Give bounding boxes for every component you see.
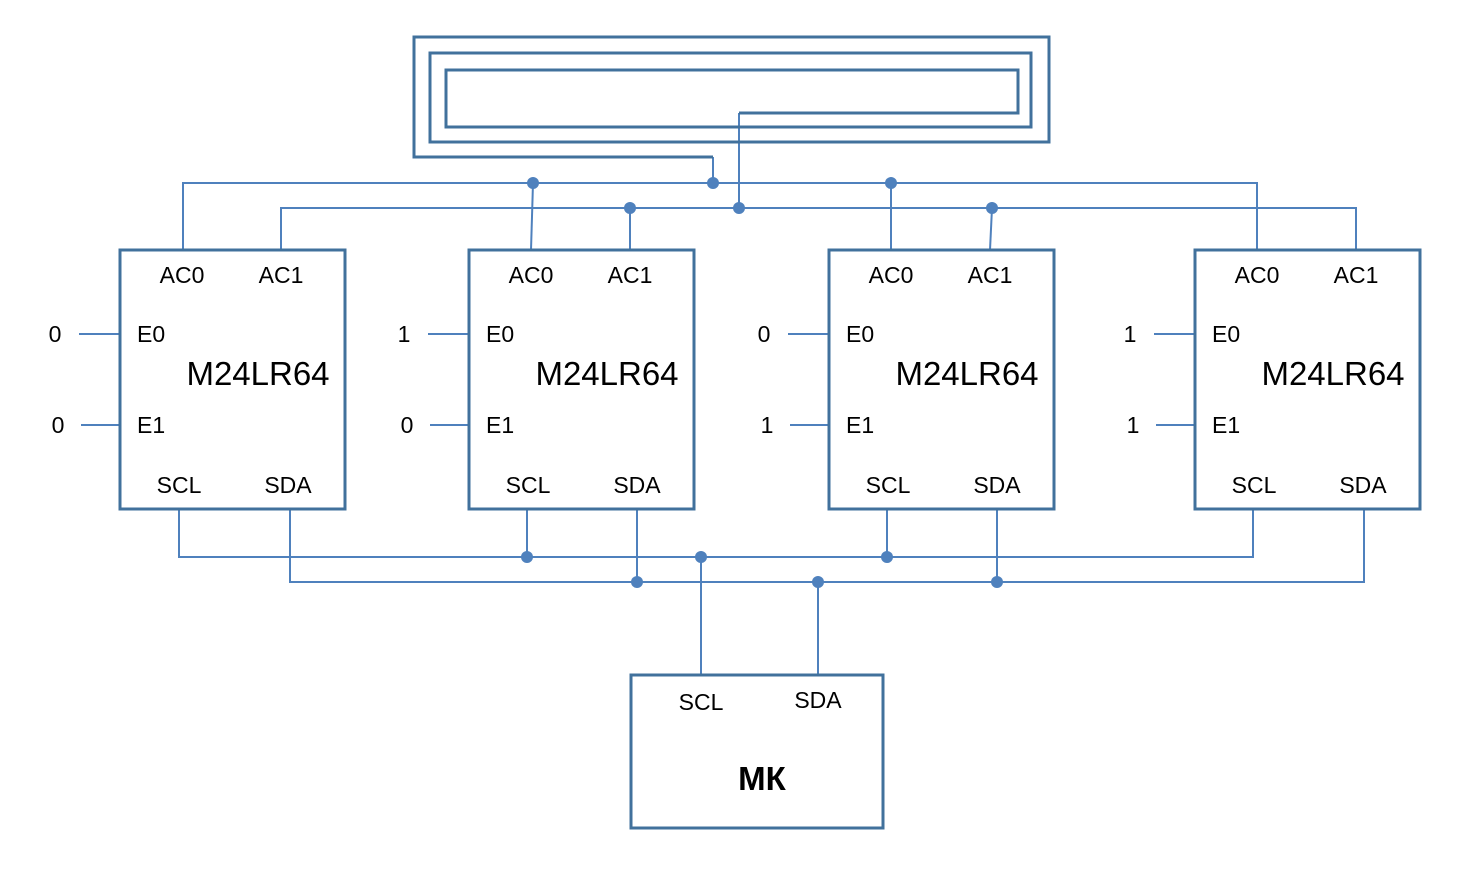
junction-dot (986, 202, 998, 214)
wires (178, 113, 1365, 675)
wire (182, 182, 1258, 250)
ac0-label: AC0 (160, 262, 205, 288)
chip-name: M24LR64 (895, 355, 1038, 392)
mcu-sda-label: SDA (794, 687, 842, 713)
e1-value: 0 (401, 412, 414, 438)
chip-name: M24LR64 (186, 355, 329, 392)
scl-label: SCL (157, 472, 202, 498)
chip-body (467, 248, 696, 511)
e1-value: 1 (1127, 412, 1140, 438)
chip-body (827, 248, 1056, 511)
e0-value: 1 (398, 321, 411, 347)
e0-value: 0 (49, 321, 62, 347)
antenna-coil (412, 35, 1051, 159)
e0-label: E0 (1212, 321, 1240, 347)
sda-label: SDA (264, 472, 312, 498)
ac1-label: AC1 (1334, 262, 1379, 288)
sda-label: SDA (1339, 472, 1387, 498)
e0-value: 0 (758, 321, 771, 347)
e0-value: 1 (1124, 321, 1137, 347)
junction-dot (707, 177, 719, 189)
chip-body (1193, 248, 1422, 511)
sda-label: SDA (613, 472, 661, 498)
wire (530, 182, 534, 251)
e1-label: E1 (137, 412, 165, 438)
junction-dot (812, 576, 824, 588)
junction-dot (624, 202, 636, 214)
wire (289, 509, 1365, 583)
chip-name: M24LR64 (535, 355, 678, 392)
junction-dot (991, 576, 1003, 588)
mcu-name: МК (738, 760, 786, 797)
sda-label: SDA (973, 472, 1021, 498)
e0-label: E0 (486, 321, 514, 347)
ac1-label: AC1 (968, 262, 1013, 288)
ac1-label: AC1 (259, 262, 304, 288)
mcu-scl-label: SCL (679, 689, 724, 715)
scl-label: SCL (866, 472, 911, 498)
junction-dot (631, 576, 643, 588)
scl-label: SCL (1232, 472, 1277, 498)
junction-dot (885, 177, 897, 189)
chip-body (118, 248, 347, 511)
coil-winding (412, 35, 1051, 159)
junction-dot (695, 551, 707, 563)
junction-dot (733, 202, 745, 214)
e1-label: E1 (486, 412, 514, 438)
e1-label: E1 (846, 412, 874, 438)
junction-nodes (521, 177, 1003, 588)
e1-label: E1 (1212, 412, 1240, 438)
wire (989, 207, 993, 251)
mcu-body (629, 673, 885, 830)
wire (280, 207, 1357, 250)
wire (178, 509, 1254, 558)
e0-label: E0 (846, 321, 874, 347)
ac1-label: AC1 (608, 262, 653, 288)
chip-name: M24LR64 (1261, 355, 1404, 392)
e0-label: E0 (137, 321, 165, 347)
junction-dot (881, 551, 893, 563)
scl-label: SCL (506, 472, 551, 498)
junction-dot (521, 551, 533, 563)
mcu: SCL SDA МК (629, 673, 885, 830)
ac0-label: AC0 (869, 262, 914, 288)
e1-value: 1 (761, 412, 774, 438)
ac0-label: AC0 (1235, 262, 1280, 288)
ac0-label: AC0 (509, 262, 554, 288)
junction-dot (527, 177, 539, 189)
e1-value: 0 (52, 412, 65, 438)
